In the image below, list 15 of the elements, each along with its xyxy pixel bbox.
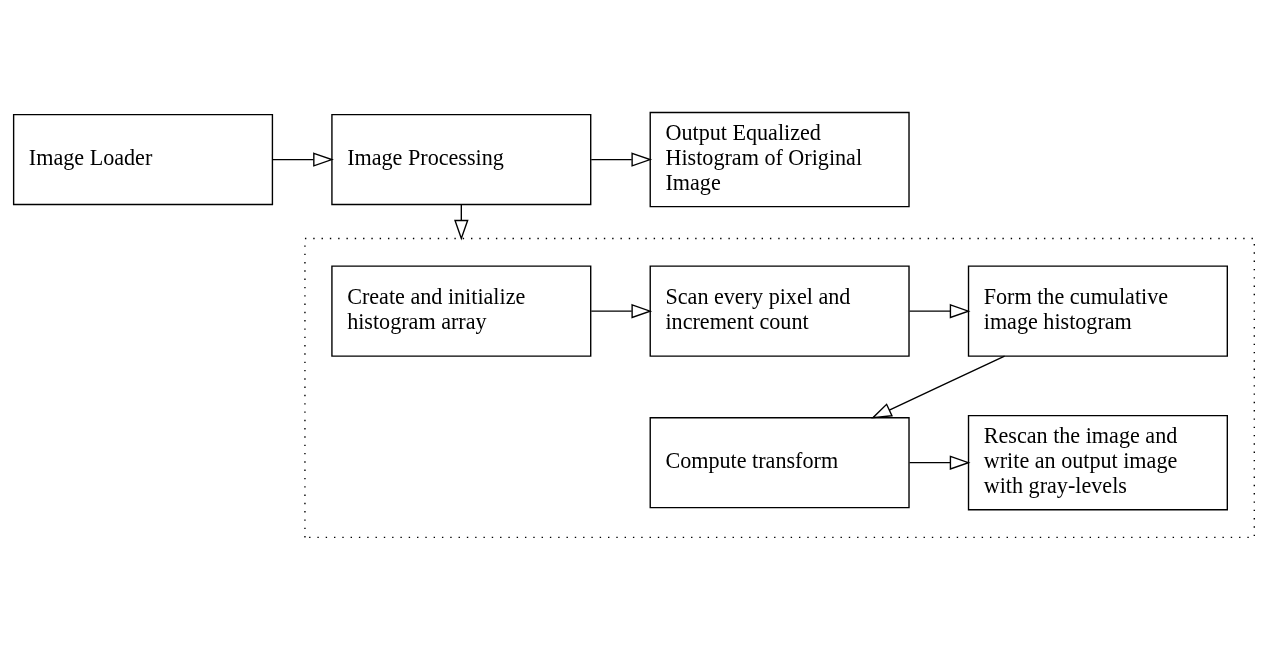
node-box: Scan every pixel and increment count xyxy=(649,264,910,357)
node-box: Output Equalized Histogram of Original Image xyxy=(649,111,910,207)
arrow xyxy=(590,303,653,318)
arrow xyxy=(590,151,653,167)
node-box: Image Loader xyxy=(12,113,274,205)
node-box: Image Processing xyxy=(331,113,592,205)
arrow xyxy=(272,151,334,167)
cluster xyxy=(304,237,1255,538)
node-box: Compute transform xyxy=(649,416,910,508)
node-box: Rescan the image and write an output image with gray-levels xyxy=(967,414,1228,510)
arrow xyxy=(908,303,971,318)
arrow xyxy=(908,454,971,470)
arrow xyxy=(871,354,1006,419)
node-box: Form the cumulative image histogram xyxy=(967,264,1228,357)
node-box: Create and initialize histogram array xyxy=(331,264,592,357)
